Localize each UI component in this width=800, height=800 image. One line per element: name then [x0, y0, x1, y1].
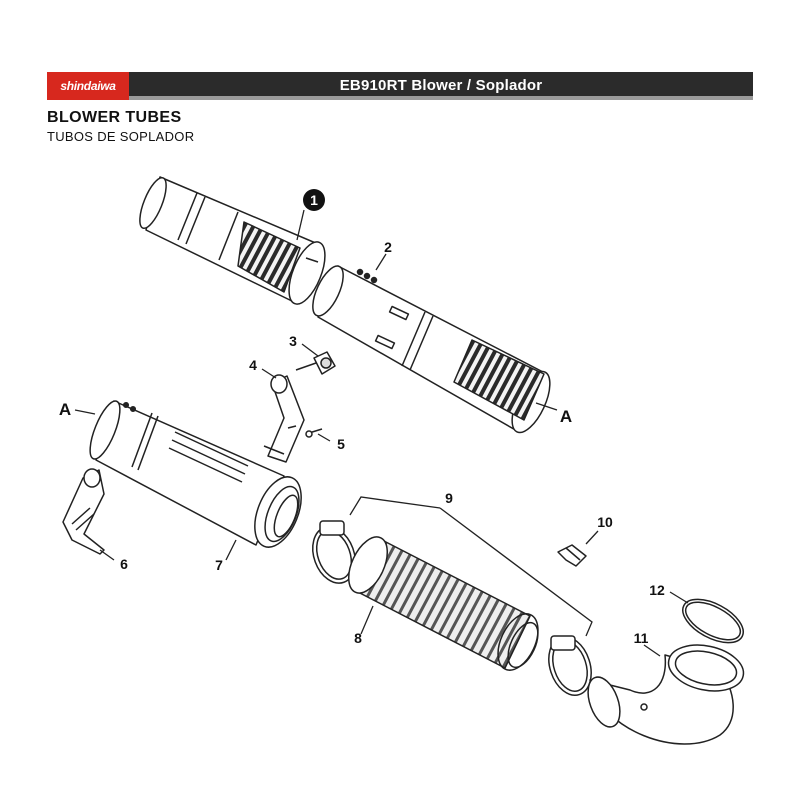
callout-12: 12: [649, 582, 665, 598]
callout-3: 3: [289, 333, 297, 349]
callout-2: 2: [384, 239, 392, 255]
part-10-clip: [557, 544, 587, 567]
callout-1-badge: [303, 189, 325, 211]
part-12-o-ring: [682, 598, 744, 644]
part-2-middle-tube: [312, 265, 551, 434]
page-title: EB910RT Blower / Soplador: [339, 77, 543, 94]
part-3-knob: [295, 351, 336, 375]
part-4-bracket: [263, 374, 305, 463]
callout-4: 4: [249, 357, 257, 373]
part-5-screw: [305, 428, 323, 438]
part-1-upper-tube: [139, 176, 326, 305]
callout-11: 11: [634, 630, 649, 646]
callout-1: 1: [310, 192, 318, 208]
callout-10: 10: [597, 514, 613, 530]
leader-lines: [74, 209, 689, 657]
callout-8: 8: [354, 630, 362, 646]
section-subtitle: TUBOS DE SOPLADOR: [47, 129, 195, 144]
reference-a-left: A: [59, 400, 71, 419]
reference-a-right: A: [560, 407, 572, 426]
title-bar: [129, 72, 753, 100]
part-9-clamp-lower: [548, 635, 592, 696]
section-title: BLOWER TUBES: [47, 109, 182, 126]
page-header: shindaiwa EB910RT Blower / Soplador: [47, 72, 753, 100]
callout-5: 5: [337, 436, 345, 452]
part-11-elbow: [587, 644, 745, 745]
callout-6: 6: [120, 556, 128, 572]
part-6-strap-bracket: [62, 468, 105, 555]
part-7-lower-tube: [89, 400, 302, 548]
callout-9: 9: [445, 490, 453, 506]
part-8-flex-hose: [347, 536, 539, 671]
part-9-clamp-upper: [311, 520, 357, 584]
callout-7: 7: [215, 557, 223, 573]
brand-logo: [47, 72, 129, 100]
brand-logo-text: shindaiwa: [60, 79, 116, 93]
